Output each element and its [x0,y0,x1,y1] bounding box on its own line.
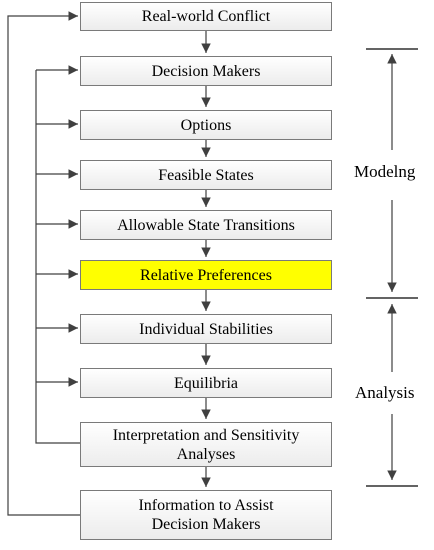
step-options: Options [80,110,332,140]
phase-label-modeling: Modelng [354,162,416,181]
step-equilibria: Equilibria [80,368,332,398]
step-relative-preferences: Relative Preferences [80,260,332,290]
outer-feedback-line [7,11,80,516]
step-interpretation-sensitivity: Interpretation and Sensitivity Analyses [80,422,332,467]
step-individual-stabilities: Individual Stabilities [80,314,332,344]
inner-feedback-line [35,70,80,444]
step-decision-makers: Decision Makers [80,56,332,86]
step-information-to-assist: Information to Assist Decision Makers [80,490,332,540]
step-allowable-state-transitions: Allowable State Transitions [80,210,332,240]
phase-label-analysis: Analysis [355,383,415,402]
step-real-world-conflict: Real-world Conflict [80,2,332,31]
step-feasible-states: Feasible States [80,160,332,190]
